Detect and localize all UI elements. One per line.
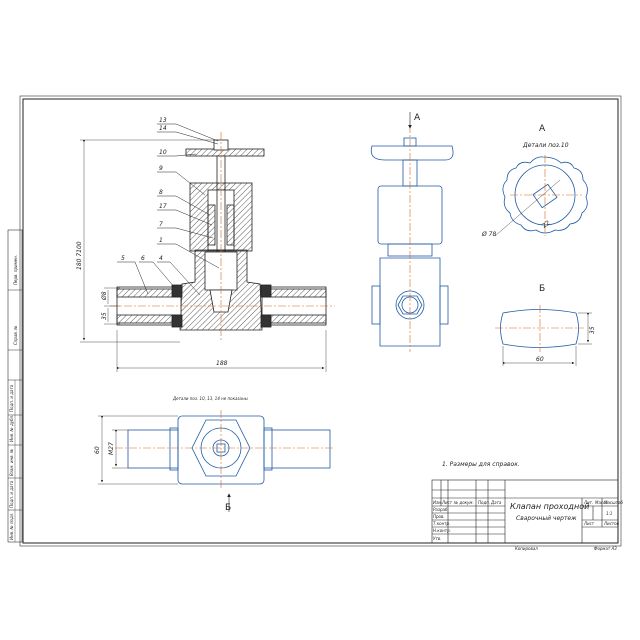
tb-row-7: Т.контр. <box>433 521 450 526</box>
tb-row-6: Пров. <box>433 514 445 519</box>
leader-8: 8 <box>159 189 163 196</box>
leader-13: 13 <box>159 117 167 124</box>
dim-plan-outer: 60 <box>94 446 101 454</box>
stamp-cell-4: Взам. инв. № <box>9 449 14 476</box>
view-b-dims <box>502 312 592 366</box>
tb-row-4: Дата <box>490 500 502 505</box>
leader-17: 17 <box>159 203 167 210</box>
side-handwheel <box>370 145 454 161</box>
leader-6: 6 <box>141 255 145 262</box>
tb-row-1: Лист <box>441 500 453 505</box>
title-line-2: Сварочный чертеж <box>516 515 577 522</box>
dim-a-diameter: Ø 78 <box>481 231 496 238</box>
dim-height-total: 180 7100 <box>76 241 83 270</box>
col-scale: Масштаб <box>604 500 624 505</box>
inner-frame <box>22 98 619 544</box>
sheet-label: Лист <box>583 521 595 526</box>
title-line-1: Клапан проходной <box>510 502 589 511</box>
leader-1: 1 <box>159 237 163 244</box>
dim-left-bot: 35 <box>101 312 108 320</box>
tb-row-5: Разраб. <box>433 507 449 512</box>
title-block <box>431 479 619 544</box>
stamp-cell-1: Справ. № <box>13 326 18 345</box>
tb-row-9: Утв. <box>433 536 441 541</box>
format-label: Формат А3 <box>594 546 617 551</box>
tb-row-0: Изм. <box>433 500 442 505</box>
main-section-view <box>110 132 335 340</box>
leader-9: 9 <box>159 165 163 172</box>
dim-plan-inner: M27 <box>108 442 115 455</box>
view-b-section <box>500 309 579 348</box>
tb-row-2: № докум. <box>453 500 474 505</box>
plan-dims <box>98 415 178 485</box>
leader-7: 7 <box>159 221 163 228</box>
view-a-arrow-label: А <box>414 113 421 123</box>
tb-row-8: Н.контр. <box>433 528 451 533</box>
view-b-arrow-label: Б <box>225 503 231 513</box>
stamp-cell-3: Инв. № дубл. <box>9 415 14 442</box>
dim-b-height: 35 <box>589 326 596 334</box>
side-view <box>370 137 454 347</box>
parts-note: Детали поз. 10, 13, 14 не показаны <box>172 396 248 401</box>
sheets-label: Листов <box>603 521 620 526</box>
copied-label: Копировал <box>515 546 538 551</box>
dim-width-total: 188 <box>216 360 228 367</box>
col-lit: Лит. <box>583 500 593 505</box>
stamp-cell-2: Подп. и дата <box>9 384 14 412</box>
part-leaders <box>117 123 220 296</box>
dim-a-key: 22 <box>541 219 551 229</box>
scale-value: 1:1 <box>606 511 612 516</box>
view-a-title: А <box>539 124 546 134</box>
main-dimensions <box>80 139 327 372</box>
part-labels: 13 14 10 9 8 17 7 1 5 6 4 <box>121 117 167 262</box>
leader-10: 10 <box>159 149 167 156</box>
view-b-title: Б <box>539 284 545 294</box>
tech-requirements: 1. Размеры для справок. <box>442 461 520 468</box>
dim-left-top: Ø8 <box>101 291 108 301</box>
leader-5: 5 <box>121 255 125 262</box>
stamp-cell-6: Инв. № подл. <box>9 512 14 540</box>
leader-14: 14 <box>159 125 167 132</box>
plan-view <box>127 415 331 485</box>
stamp-cell-0: Перв. примен. <box>13 255 18 285</box>
view-a-subtitle: Детали поз.10 <box>522 142 569 149</box>
col-mass: Масса <box>595 500 608 505</box>
tb-row-3: Подп. <box>478 500 490 505</box>
stamp-cell-5: Подп. и дата <box>9 480 14 508</box>
dim-b-width: 60 <box>536 356 544 363</box>
outer-border <box>19 95 622 547</box>
leader-4: 4 <box>159 255 163 262</box>
side-stamp: Перв. примен. Справ. № Подп. и дата Инв.… <box>7 229 23 543</box>
